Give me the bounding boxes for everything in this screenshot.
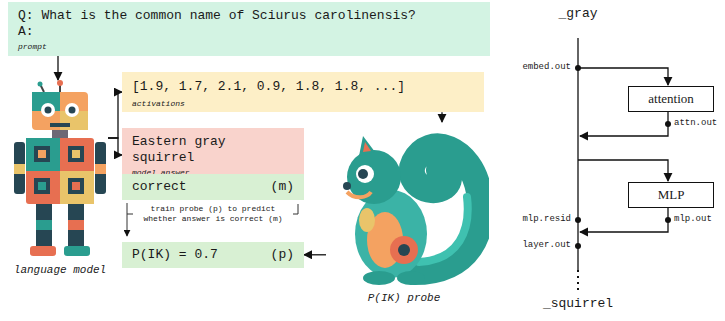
box-caption: activations (132, 99, 474, 109)
stream-dots (577, 270, 579, 292)
probe-point-label: embed.out (522, 62, 571, 73)
box-caption: A: (18, 24, 480, 40)
token-label: _gray (558, 6, 597, 22)
branch-out (580, 208, 668, 232)
flow-arrow (304, 254, 326, 255)
box-text: Q: What is the common name of Sciurus ca… (18, 8, 480, 24)
robot-illustration (10, 80, 110, 260)
info-box: Q: What is the common name of Sciurus ca… (8, 2, 490, 56)
box-text: MLP (633, 187, 709, 203)
box-text: attention (633, 91, 709, 107)
layer-box: attention (628, 86, 714, 112)
info-box: P(IK) = 0.7 (p) (122, 242, 304, 268)
box-caption: (p) (271, 247, 294, 263)
probe-point-label: attn.out (674, 118, 717, 129)
squirrel-illustration (319, 122, 489, 290)
box-text: correct (132, 179, 187, 195)
box-text: language model (8, 264, 112, 277)
flow-arrow (108, 138, 122, 155)
branch-out (580, 112, 668, 136)
box-text: P(IK) = 0.7 (132, 247, 218, 263)
flow-arrow (57, 56, 58, 80)
illustration-node: language model (8, 80, 112, 277)
box-text: Eastern gray squirrel (132, 134, 294, 165)
illustration-node: P(IK) probe (318, 122, 490, 305)
flow-arrow (441, 112, 442, 122)
branch-in (578, 160, 668, 181)
illustration (318, 122, 490, 295)
illustration (8, 80, 112, 265)
info-box: [1.9, 1.7, 2.1, 0.9, 1.8, 1.8, ...] activ… (122, 72, 484, 112)
probe-point (665, 121, 671, 127)
box-text: P(IK) probe (318, 292, 490, 305)
probe-point (665, 217, 671, 223)
info-box: correct (m) (122, 174, 304, 200)
layer-box: MLP (628, 182, 714, 208)
stream-line (577, 38, 578, 270)
probe-point-label: layer.out (522, 240, 571, 251)
branch-in (578, 68, 668, 85)
note-bracket (127, 203, 133, 214)
box-caption: (m) (271, 179, 294, 195)
probe-point (575, 217, 581, 223)
probe-point (575, 243, 581, 249)
probe-point-label: mlp.out (674, 214, 712, 225)
note-arrow (127, 214, 128, 236)
probe-point-label: mlp.resid (522, 214, 571, 225)
box-text: [1.9, 1.7, 2.1, 0.9, 1.8, 1.8, ...] (132, 79, 474, 95)
token-label: _squirrel (543, 296, 613, 312)
probe-note: train probe (p) to predict whether answe… (134, 204, 292, 223)
probe-point (575, 65, 581, 71)
box-caption: prompt (18, 42, 480, 52)
note-bracket (293, 204, 298, 214)
flow-arrow (108, 92, 122, 138)
